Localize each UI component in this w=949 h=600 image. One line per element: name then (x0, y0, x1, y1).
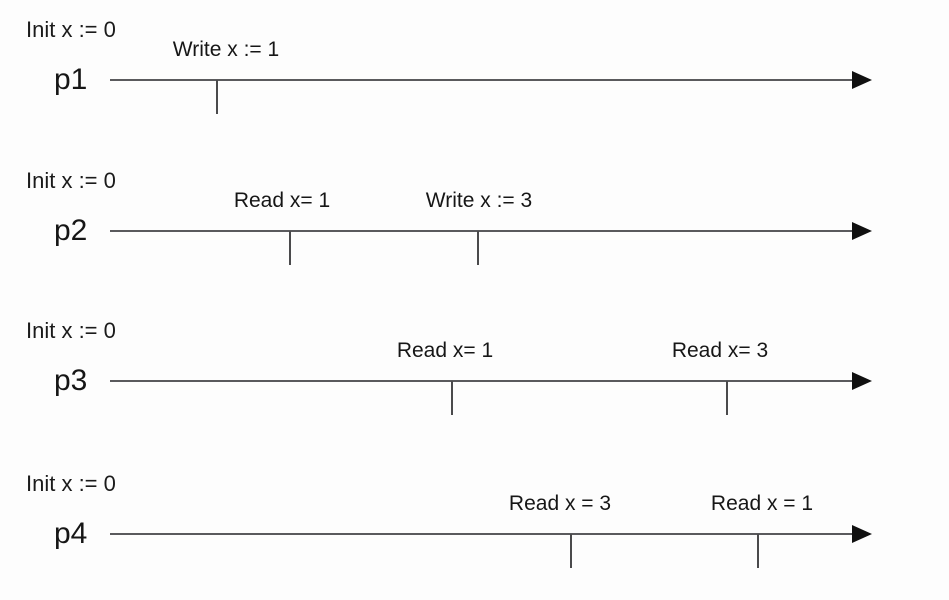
event-label: Read x= 1 (233, 189, 331, 212)
event-tick (570, 534, 572, 568)
event-label: Read x = 1 (710, 492, 814, 515)
event-label: Read x = 3 (508, 492, 612, 515)
arrowhead-icon (852, 525, 872, 543)
event-tick (289, 231, 291, 265)
event-tick (757, 534, 759, 568)
init-label: Init x := 0 (26, 318, 116, 343)
event-label: Write x := 1 (172, 38, 280, 61)
init-label: Init x := 0 (26, 471, 116, 496)
init-label: Init x := 0 (26, 17, 116, 42)
arrowhead-icon (852, 372, 872, 390)
event-tick (216, 80, 218, 114)
arrowhead-icon (852, 71, 872, 89)
init-label: Init x := 0 (26, 168, 116, 193)
process-name: p4 (54, 517, 88, 550)
process-name: p3 (54, 364, 88, 397)
timeline-axis (110, 533, 854, 535)
event-tick (477, 231, 479, 265)
timeline-axis (110, 79, 854, 81)
event-tick (451, 381, 453, 415)
event-tick (726, 381, 728, 415)
timeline-axis (110, 230, 854, 232)
timeline-axis (110, 380, 854, 382)
arrowhead-icon (852, 222, 872, 240)
process-name: p1 (54, 63, 88, 96)
event-label: Write x := 3 (425, 189, 533, 212)
process-name: p2 (54, 214, 88, 247)
event-label: Read x= 1 (396, 339, 494, 362)
event-label: Read x= 3 (671, 339, 769, 362)
